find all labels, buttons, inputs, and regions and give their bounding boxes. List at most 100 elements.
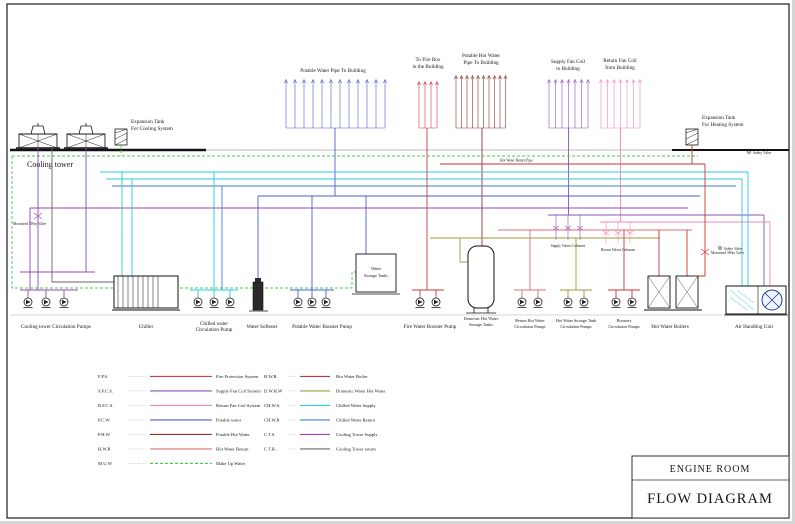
label-water-softener: Water Softener <box>246 323 277 330</box>
supply-valves-label: Supply Valves Columns <box>551 244 586 248</box>
label-chilled-pumps-2: Circulation Pump <box>196 327 233 333</box>
legend-label: Potable water <box>216 418 242 423</box>
label-hot-water-boilers: Hot Water Boilers <box>651 324 689 330</box>
cooling-tower-2 <box>64 123 108 149</box>
chiller <box>112 172 180 311</box>
domestic-hot-water-tank <box>466 245 496 314</box>
pipe-bundle-fire <box>418 82 438 129</box>
potable-water-booster-pumps <box>290 196 334 308</box>
page-edge-bottom <box>0 521 795 524</box>
legend-abbr: M.U.W <box>98 461 113 466</box>
water-storage-tanks-label-2: Storage Tanks <box>364 273 388 278</box>
legend-row: S.F.C.S. Supply Fan Coil System <box>98 389 261 394</box>
legend-row: H.W.R Hot Water Return <box>98 447 249 452</box>
legend-label: Domestic Water Hot Water <box>336 389 386 394</box>
top-label-fire-box-1: To Fire Box <box>416 57 441 63</box>
water-storage-tanks-label-1: Water <box>371 266 381 271</box>
safety-valve-top-label: Safety Valve <box>753 151 772 155</box>
fire-water-booster-pumps <box>412 128 444 308</box>
label-return-hw-pumps-1: Return Hot Water <box>515 318 545 323</box>
boosters-circulation-pumps <box>608 230 640 308</box>
motorized-valve-right-symbol <box>700 248 710 256</box>
label-hw-storage-pumps-1: Hot Water Storage Tank <box>556 318 597 323</box>
legend-label: Chilled Water Return <box>336 418 376 423</box>
supply-fan-coil-column-valves <box>552 215 584 240</box>
legend-abbr: H.W.B. <box>264 374 278 379</box>
cooling-tower-circulation-pumps <box>20 148 95 308</box>
legend-label: Chilled Water Supply <box>336 403 376 408</box>
water-storage-tanks: Water Storage Tanks <box>352 196 400 295</box>
legend-label: Cooling Tower Supply <box>336 432 378 437</box>
top-label-potable-hot-2: Pipe To Building <box>463 60 499 66</box>
top-label-supply-fc-2: to Building <box>556 66 580 72</box>
air-handling-unit <box>724 172 788 316</box>
legend-row: C.T.S. Cooling Tower Supply <box>264 432 378 437</box>
pipe-cooling-tower-return <box>51 148 114 283</box>
label-booster-pumps-2: Circulation Pumps <box>608 324 640 329</box>
legend-abbr: H.W.R <box>98 447 112 452</box>
legend-abbr: R.F.C.S. <box>98 403 113 408</box>
pipe-makeup-water <box>11 145 698 289</box>
legend-abbr: F.P.S. <box>98 374 108 379</box>
expansion-heating-label-1: Expansion Tank <box>702 115 736 121</box>
legend-abbr: P.H.W. <box>98 432 111 437</box>
expansion-cooling-label-1: Expansion Tank <box>131 119 165 125</box>
pipe-bundle-supply-fc-arrows <box>547 78 590 84</box>
pipe-bundle-potable-water <box>285 80 386 129</box>
label-cooling-tower-pumps: Cooling tower Circulation Pumps <box>21 324 91 330</box>
pipe-bundle-potable-hot <box>455 76 506 129</box>
pipe-domestic-hot-water-bus <box>430 237 660 263</box>
label-fire-booster: Fire Water Booster Pump <box>404 324 457 330</box>
legend-abbr: S.F.C.S. <box>98 389 113 394</box>
legend: F.P.S. Fire Protection System S.F.C.S. S… <box>98 374 386 466</box>
hw-storage-tank-circulation-pumps <box>560 238 592 308</box>
legend-row: P.C.W. Potable water <box>98 418 242 423</box>
legend-abbr: C.T.S. <box>264 432 276 437</box>
legend-row: P.H.W. Potable Hot Water <box>98 432 250 437</box>
return-valves-label: Return Valves Columns <box>601 248 636 252</box>
label-hw-storage-pumps-2: Circulation Pumps <box>560 324 592 329</box>
legend-row: D.W.H.W Domestic Water Hot Water <box>264 389 386 394</box>
legend-label: Hot Water Return <box>216 447 249 452</box>
label-potable-booster: Potable Water Booster Pump <box>292 324 352 330</box>
label-air-handling-unit: Air Handling Unit <box>735 324 774 330</box>
pipe-bundle-return-fc <box>600 80 641 129</box>
legend-row: R.F.C.S. Return Fan Coil System <box>98 403 261 408</box>
top-label-fire-box-2: in the Building <box>412 64 444 70</box>
legend-abbr: CH.W.S. <box>264 403 280 408</box>
return-hot-water-circulation-pumps <box>514 230 546 308</box>
motorized-valve-right-label: Motorized 3Way Valve <box>711 251 745 255</box>
pipe-bundle-fire-arrows <box>417 80 439 86</box>
pipe-bundle-potable-water-arrows <box>284 78 387 84</box>
cooling-tower-label: Cooling tower <box>27 160 73 169</box>
legend-label: Fire Protection System <box>216 374 259 379</box>
pipe-supply-fc-bus <box>548 214 765 286</box>
legend-label: Cooling Tower return <box>336 447 376 452</box>
pipe-bundle-return-fc-arrows <box>599 78 642 84</box>
safety-valve-top-symbol <box>747 150 751 154</box>
hot-water-boilers <box>644 145 706 311</box>
legend-label: Return Fan Coil System <box>216 403 261 408</box>
legend-row: CH.W.S. Chilled Water Supply <box>264 403 376 408</box>
motorized-valve-left-label: Motorized 3Way Valve <box>13 222 47 226</box>
top-label-potable-water: Potable Water Pipe To Building <box>300 68 366 74</box>
legend-label: Make Up Water <box>216 461 246 466</box>
pipe-bundle-supply-fc <box>548 80 589 129</box>
expansion-cooling-label-2: For Cooling System <box>131 126 173 132</box>
label-domestic-tank-1: Domestic Hot Water <box>464 316 499 321</box>
legend-label: Potable Hot Water <box>216 432 250 437</box>
safety-valve-mid-symbol <box>718 246 722 250</box>
top-label-return-fc-2: from Building <box>605 64 635 71</box>
legend-abbr: P.C.W. <box>98 418 110 423</box>
pipe-chilled-supply-bus <box>100 171 748 180</box>
label-domestic-tank-2: Storage Tanks <box>469 322 493 327</box>
expansion-tank-cooling <box>114 128 128 146</box>
title-block: ENGINE ROOM FLOW DIAGRAM <box>631 455 790 519</box>
safety-valve-mid-label: Safety Valve <box>724 247 743 251</box>
legend-label: Hot Water Boiler <box>336 374 368 379</box>
water-softener <box>249 196 268 312</box>
cooling-tower-1 <box>16 123 60 149</box>
drawing-frame <box>6 3 790 519</box>
